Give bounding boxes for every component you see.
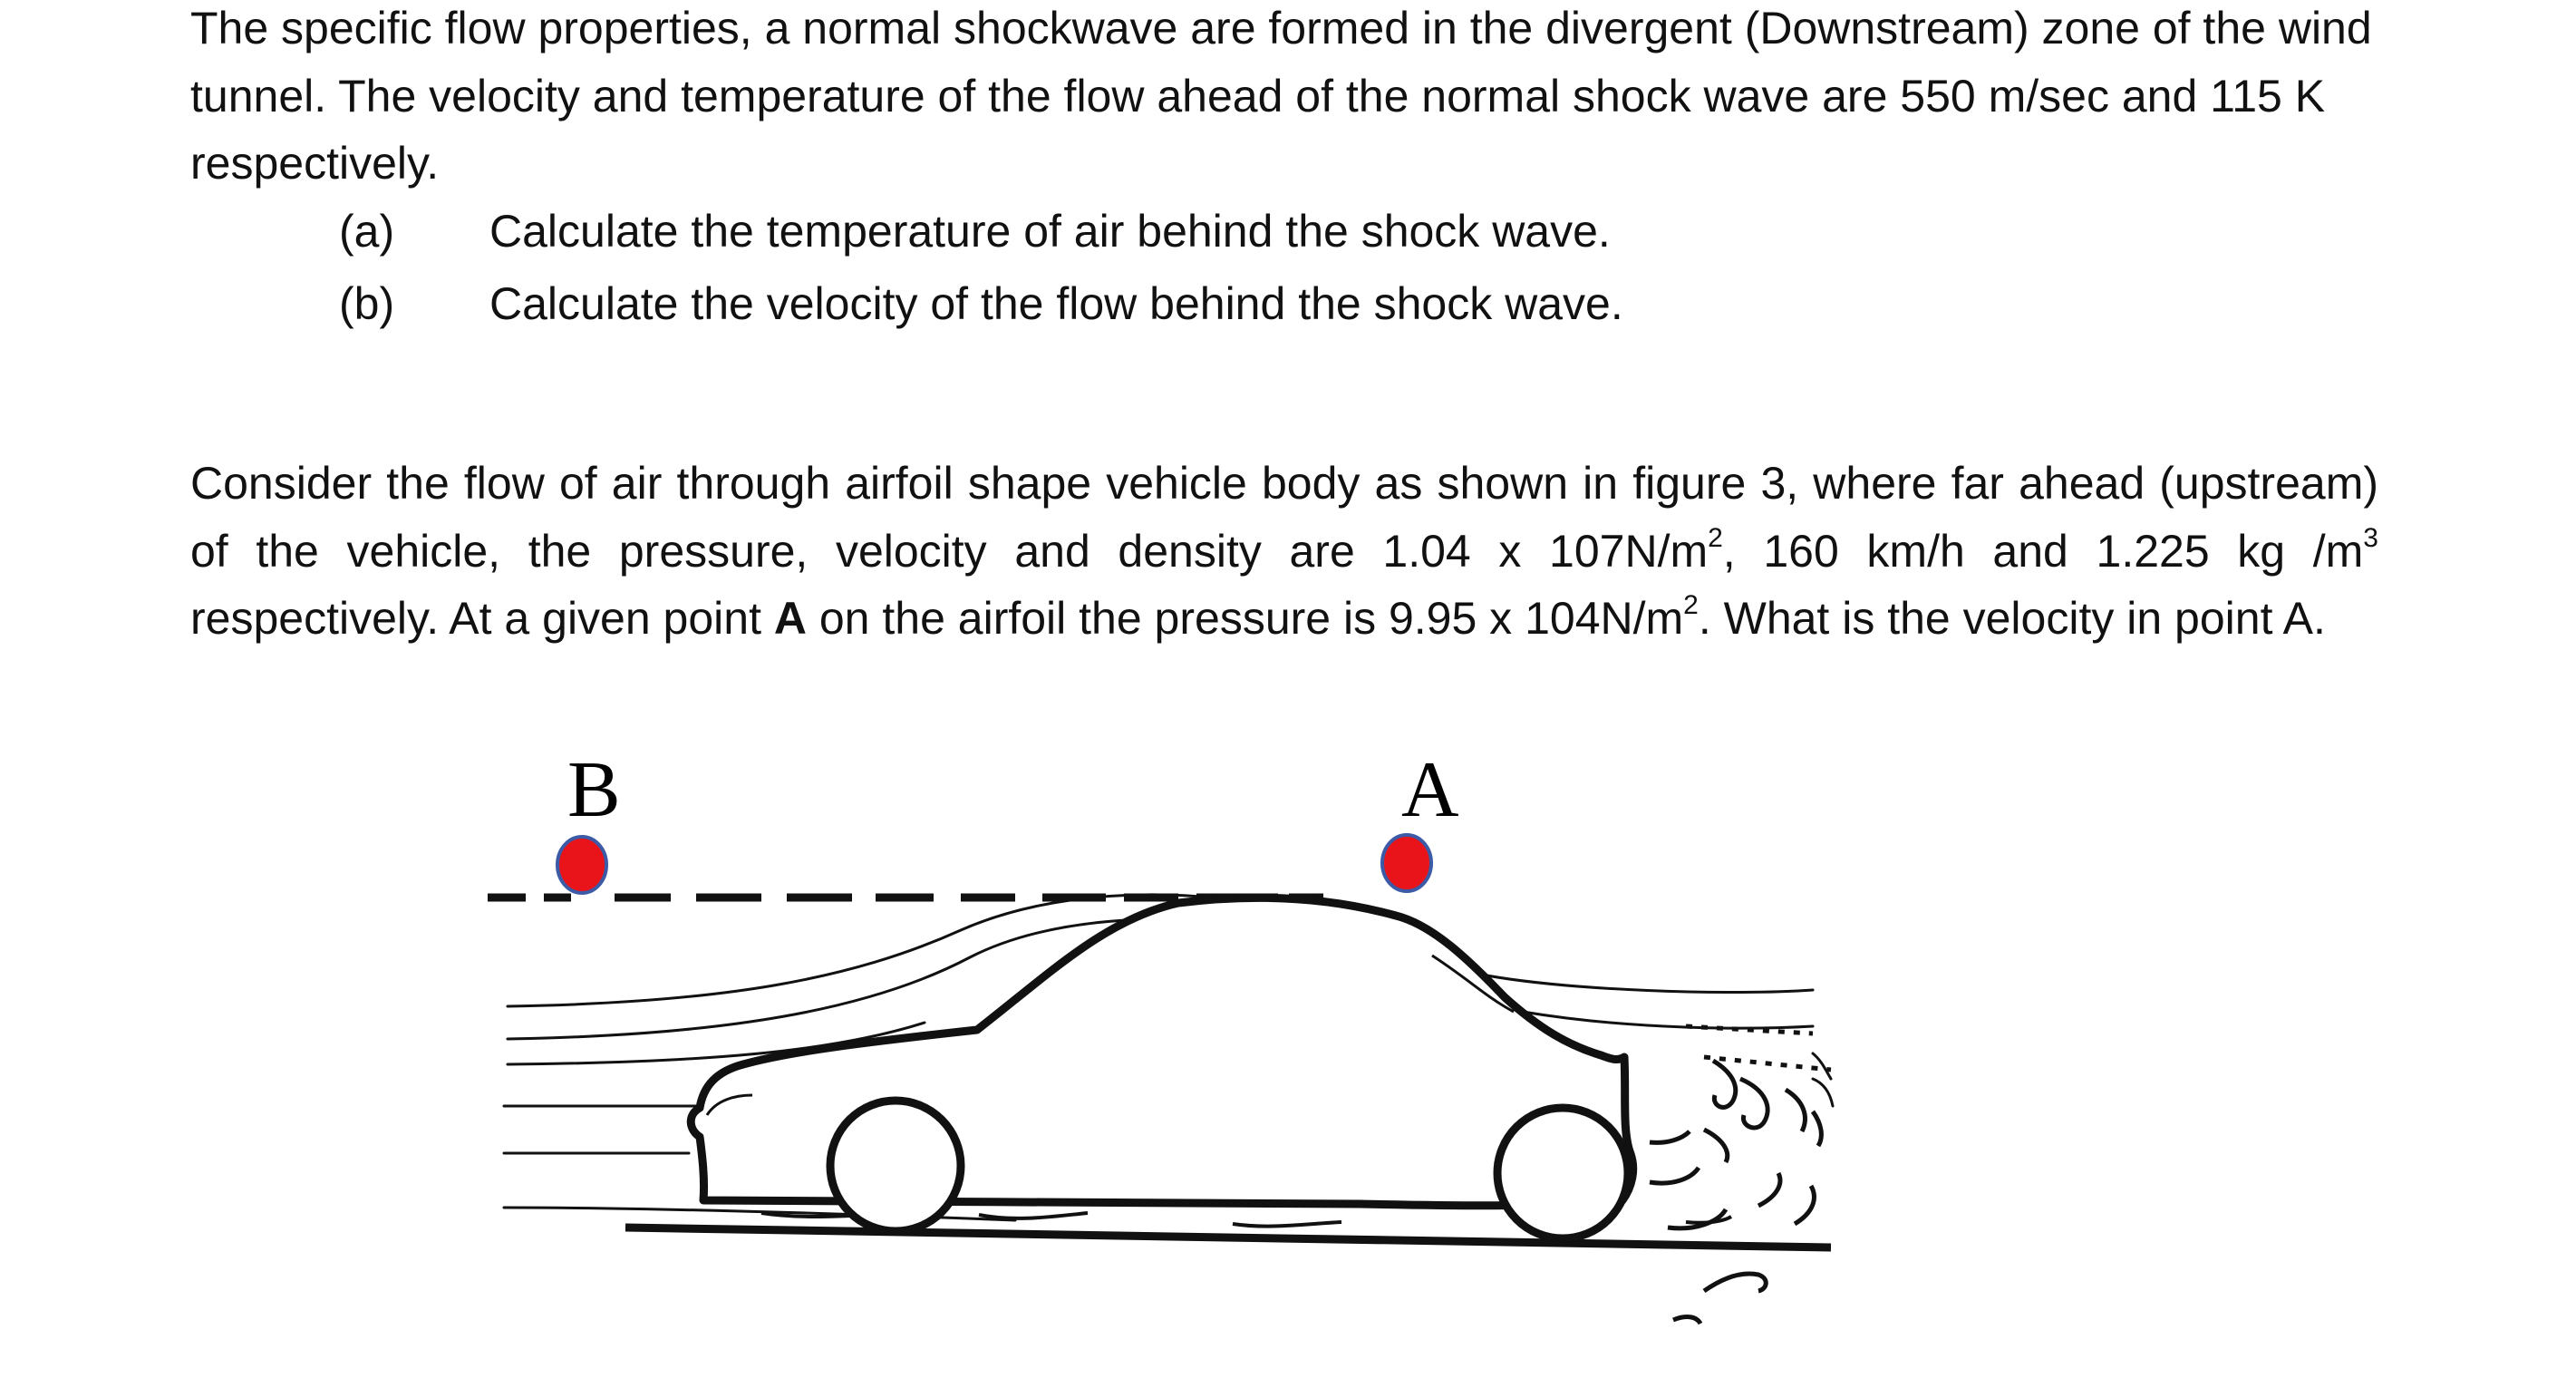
- q2-bold-point: A: [773, 593, 807, 644]
- question1-intro: The specific flow properties, a normal s…: [190, 3, 2372, 189]
- item-a-text: Calculate the temperature of air behind …: [489, 206, 1611, 257]
- car-airflow-figure: B A: [453, 734, 2121, 1333]
- q2-text-1: Consider the flow of air through airfoil…: [190, 458, 2378, 577]
- front-wheel: [826, 1096, 965, 1236]
- point-b-label: B: [567, 746, 621, 834]
- curl-swirls: [1649, 1058, 1824, 1325]
- q2-text-3: respectively. At a given point: [190, 593, 774, 644]
- measurement-points: [556, 833, 1433, 895]
- q2-sup-3: 2: [1683, 590, 1699, 620]
- q2-text-2: , 160 km/h and 1.225 kg /m: [1722, 525, 2364, 577]
- point-b-marker: [556, 835, 608, 895]
- rear-wheel: [1493, 1103, 1632, 1243]
- car-airflow-svg: B A: [488, 746, 1835, 1325]
- car-details: [705, 954, 1515, 1116]
- q2-sup-1: 2: [1708, 522, 1723, 553]
- q2-text-4: on the airfoil the pressure is 9.95 x 10…: [806, 593, 1684, 644]
- point-a-label: A: [1401, 746, 1459, 834]
- question2-paragraph: Consider the flow of air through airfoil…: [190, 450, 2378, 653]
- rear-wake-dashes: [1685, 1024, 1832, 1072]
- q2-sup-2: 3: [2363, 522, 2378, 553]
- q2-text-5: . What is the velocity in point A.: [1698, 593, 2326, 644]
- car-wheels: [826, 1096, 1632, 1243]
- item-b-marker: (b): [339, 278, 395, 329]
- item-b-text: Calculate the velocity of the flow behin…: [489, 278, 1623, 329]
- ground-line: [625, 1211, 1832, 1252]
- item-a-marker: (a): [339, 206, 395, 257]
- point-a-marker: [1380, 833, 1433, 893]
